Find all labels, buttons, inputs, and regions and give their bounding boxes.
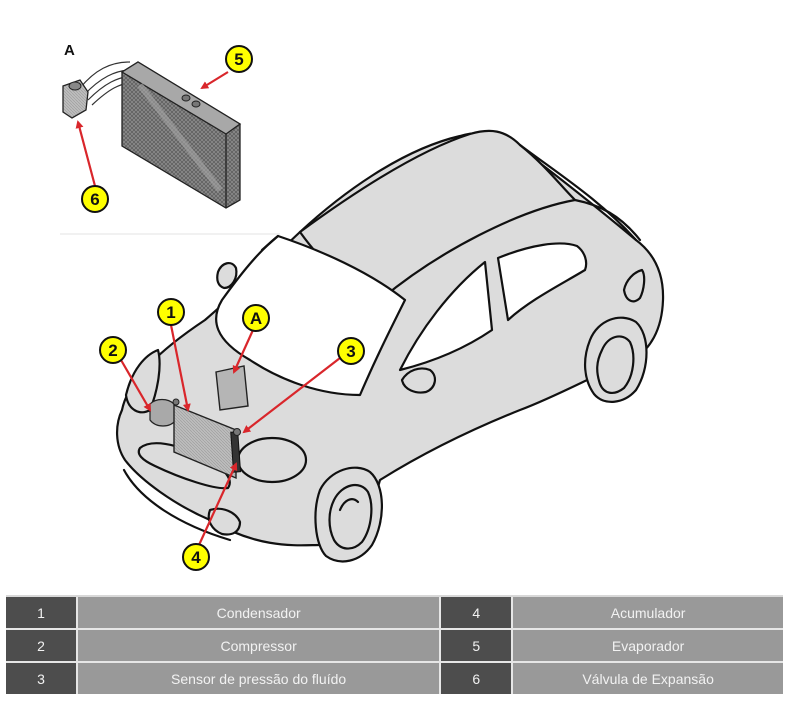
- legend-label: Válvula de Expansão: [513, 663, 783, 694]
- callout-5: 5: [225, 45, 253, 73]
- arrow-1: [169, 324, 191, 412]
- legend-number: 5: [441, 630, 514, 663]
- legend-label: Compressor: [78, 630, 442, 663]
- callout-3: 3: [337, 337, 365, 365]
- table-row: 1 Condensador 4 Acumulador: [6, 597, 783, 630]
- callout-4-label: 4: [191, 548, 201, 567]
- compressor-illustration: [149, 398, 177, 427]
- evaporator-location-panel: [215, 365, 249, 411]
- callout-arrows: [75, 71, 341, 546]
- legend-number: 2: [6, 630, 78, 663]
- rear-wheel: [584, 316, 648, 403]
- arrow-2: [120, 359, 152, 412]
- callout-1: 1: [157, 298, 185, 326]
- arrow-6: [75, 120, 97, 187]
- ac-system-diagram: A: [60, 42, 665, 571]
- legend-label: Sensor de pressão do fluído: [78, 663, 442, 694]
- table-row: 3 Sensor de pressão do fluído 6 Válvula …: [6, 663, 783, 694]
- callout-4: 4: [182, 543, 210, 571]
- callout-1-label: 1: [166, 303, 175, 322]
- legend-number: 4: [441, 597, 514, 630]
- arrow-4: [197, 462, 238, 546]
- callout-2: 2: [99, 336, 127, 364]
- front-wheel: [314, 466, 383, 563]
- callout-A-label: A: [250, 309, 262, 328]
- evaporator-illustration: [120, 61, 242, 209]
- accumulator-illustration: [230, 428, 242, 473]
- arrow-A: [232, 329, 255, 374]
- callout-6-label: 6: [90, 190, 99, 209]
- inset-label: A: [64, 42, 75, 59]
- condenser-illustration: [172, 398, 237, 480]
- side-mirror: [400, 367, 436, 394]
- left-mirror: [216, 262, 238, 290]
- car-illustration: [116, 129, 665, 563]
- legend-number: 3: [6, 663, 78, 694]
- parts-legend-table: 1 Condensador 4 Acumulador 2 Compressor …: [6, 595, 783, 694]
- front-side-window: [398, 260, 494, 372]
- rear-lamp: [622, 268, 646, 303]
- right-headlight: [236, 436, 308, 484]
- callout-6: 6: [81, 185, 109, 213]
- arrow-3: [242, 357, 341, 434]
- callout-3-label: 3: [346, 342, 355, 361]
- legend-label: Condensador: [78, 597, 442, 630]
- bumper-intake: [207, 507, 242, 536]
- expansion-valve-illustration: [62, 79, 89, 119]
- table-row: 2 Compressor 5 Evaporador: [6, 630, 783, 663]
- legend-number: 1: [6, 597, 78, 630]
- rear-side-window: [496, 242, 588, 322]
- legend-label: Evaporador: [513, 630, 783, 663]
- callout-5-label: 5: [234, 50, 243, 69]
- left-headlight: [124, 348, 161, 414]
- callout-2-label: 2: [108, 341, 117, 360]
- legend-number: 6: [441, 663, 514, 694]
- callout-A: A: [242, 304, 270, 332]
- arrow-5: [200, 71, 229, 90]
- inset-a: A: [60, 42, 280, 235]
- lower-bumper-line: [122, 468, 232, 542]
- legend-label: Acumulador: [513, 597, 783, 630]
